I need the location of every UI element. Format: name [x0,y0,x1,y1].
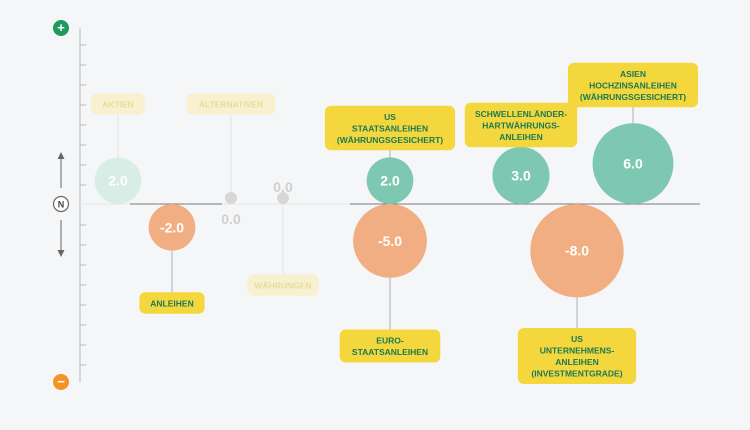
bubble [277,192,289,204]
category-label-box [247,274,319,296]
category-label-line: EURO- [376,336,404,346]
category-label-box [517,328,637,384]
category-label-line: STAATSANLEIHEN [352,347,428,357]
bubble [353,204,427,278]
category-label: ANLEIHEN [150,298,193,308]
value-label: 3.0 [511,167,531,183]
category-label-line: (WÄHRUNGSGESICHERT) [337,135,443,145]
category-label-box [186,93,276,115]
category-label: WÄHRUNGEN [254,280,311,290]
category-label-line: SCHWELLENLÄNDER- [475,109,567,119]
category-label-line: AKTIEN [102,99,134,109]
category-label-line: ANLEIHEN [150,298,193,308]
category-label: AKTIEN [102,99,134,109]
category-label-line: US [384,112,396,122]
category-label-line: STAATSANLEIHEN [352,123,428,133]
category-label-box [91,93,145,115]
category-label: US UNTERNEHMENS-ANLEIHEN (INVESTMENTGRADE) [531,334,622,379]
label-connectors [117,107,634,330]
down-arrow-head-icon [57,250,65,257]
bubble [225,192,237,204]
category-label-box [324,105,456,151]
category-label-line: ALTERNATIVEN [199,99,263,109]
category-label-line: ANLEIHEN [555,357,598,367]
category-label-line: HARTWÄHRUNGS- [482,120,560,130]
category-label-line: UNTERNEHMENS- [540,346,615,356]
category-label-line: (WÄHRUNGSGESICHERT) [580,92,686,102]
neutral-marker-icon [52,195,70,213]
bubble [94,157,142,205]
neutral-symbol: N [58,200,65,210]
value-label: -8.0 [565,243,589,259]
category-labels: 2.0AKTIEN-2.0ANLEIHEN0.0ALTERNATIVEN0.0W… [91,62,699,384]
minus-marker-icon [53,374,69,390]
category-label-line: ANLEIHEN [499,132,542,142]
value-label: 0.0 [273,179,293,195]
value-label: 2.0 [380,173,400,189]
bubble [592,123,674,204]
bubble [148,204,196,251]
category-label-box [139,292,205,314]
category-label-line: ASIEN [620,69,646,79]
category-label-line: US [571,334,583,344]
category-label: ALTERNATIVEN [199,99,263,109]
category-label-box [567,62,699,108]
category-label-box [339,329,441,363]
value-label: 2.0 [108,173,128,189]
plus-symbol: + [57,20,65,35]
value-label: 0.0 [221,211,241,227]
value-label: 6.0 [623,156,643,172]
category-label-line: HOCHZINSANLEIHEN [589,80,677,90]
bubble [366,157,414,205]
bubble [492,146,550,204]
category-label-line: (INVESTMENTGRADE) [531,369,622,379]
category-label: EURO-STAATSANLEIHEN [352,336,428,358]
vertical-axis: + − N [52,20,86,390]
up-arrow-head-icon [57,152,65,159]
minus-symbol: − [57,374,65,389]
category-label-box [464,102,578,148]
category-label-line: WÄHRUNGEN [254,280,311,290]
bubble [530,204,624,298]
category-label: SCHWELLENLÄNDER-HARTWÄHRUNGS- ANLEIHEN [475,109,567,142]
bubbles [94,123,674,298]
plus-marker-icon [53,20,69,36]
value-label: -2.0 [160,219,184,235]
value-label: -5.0 [378,233,402,249]
